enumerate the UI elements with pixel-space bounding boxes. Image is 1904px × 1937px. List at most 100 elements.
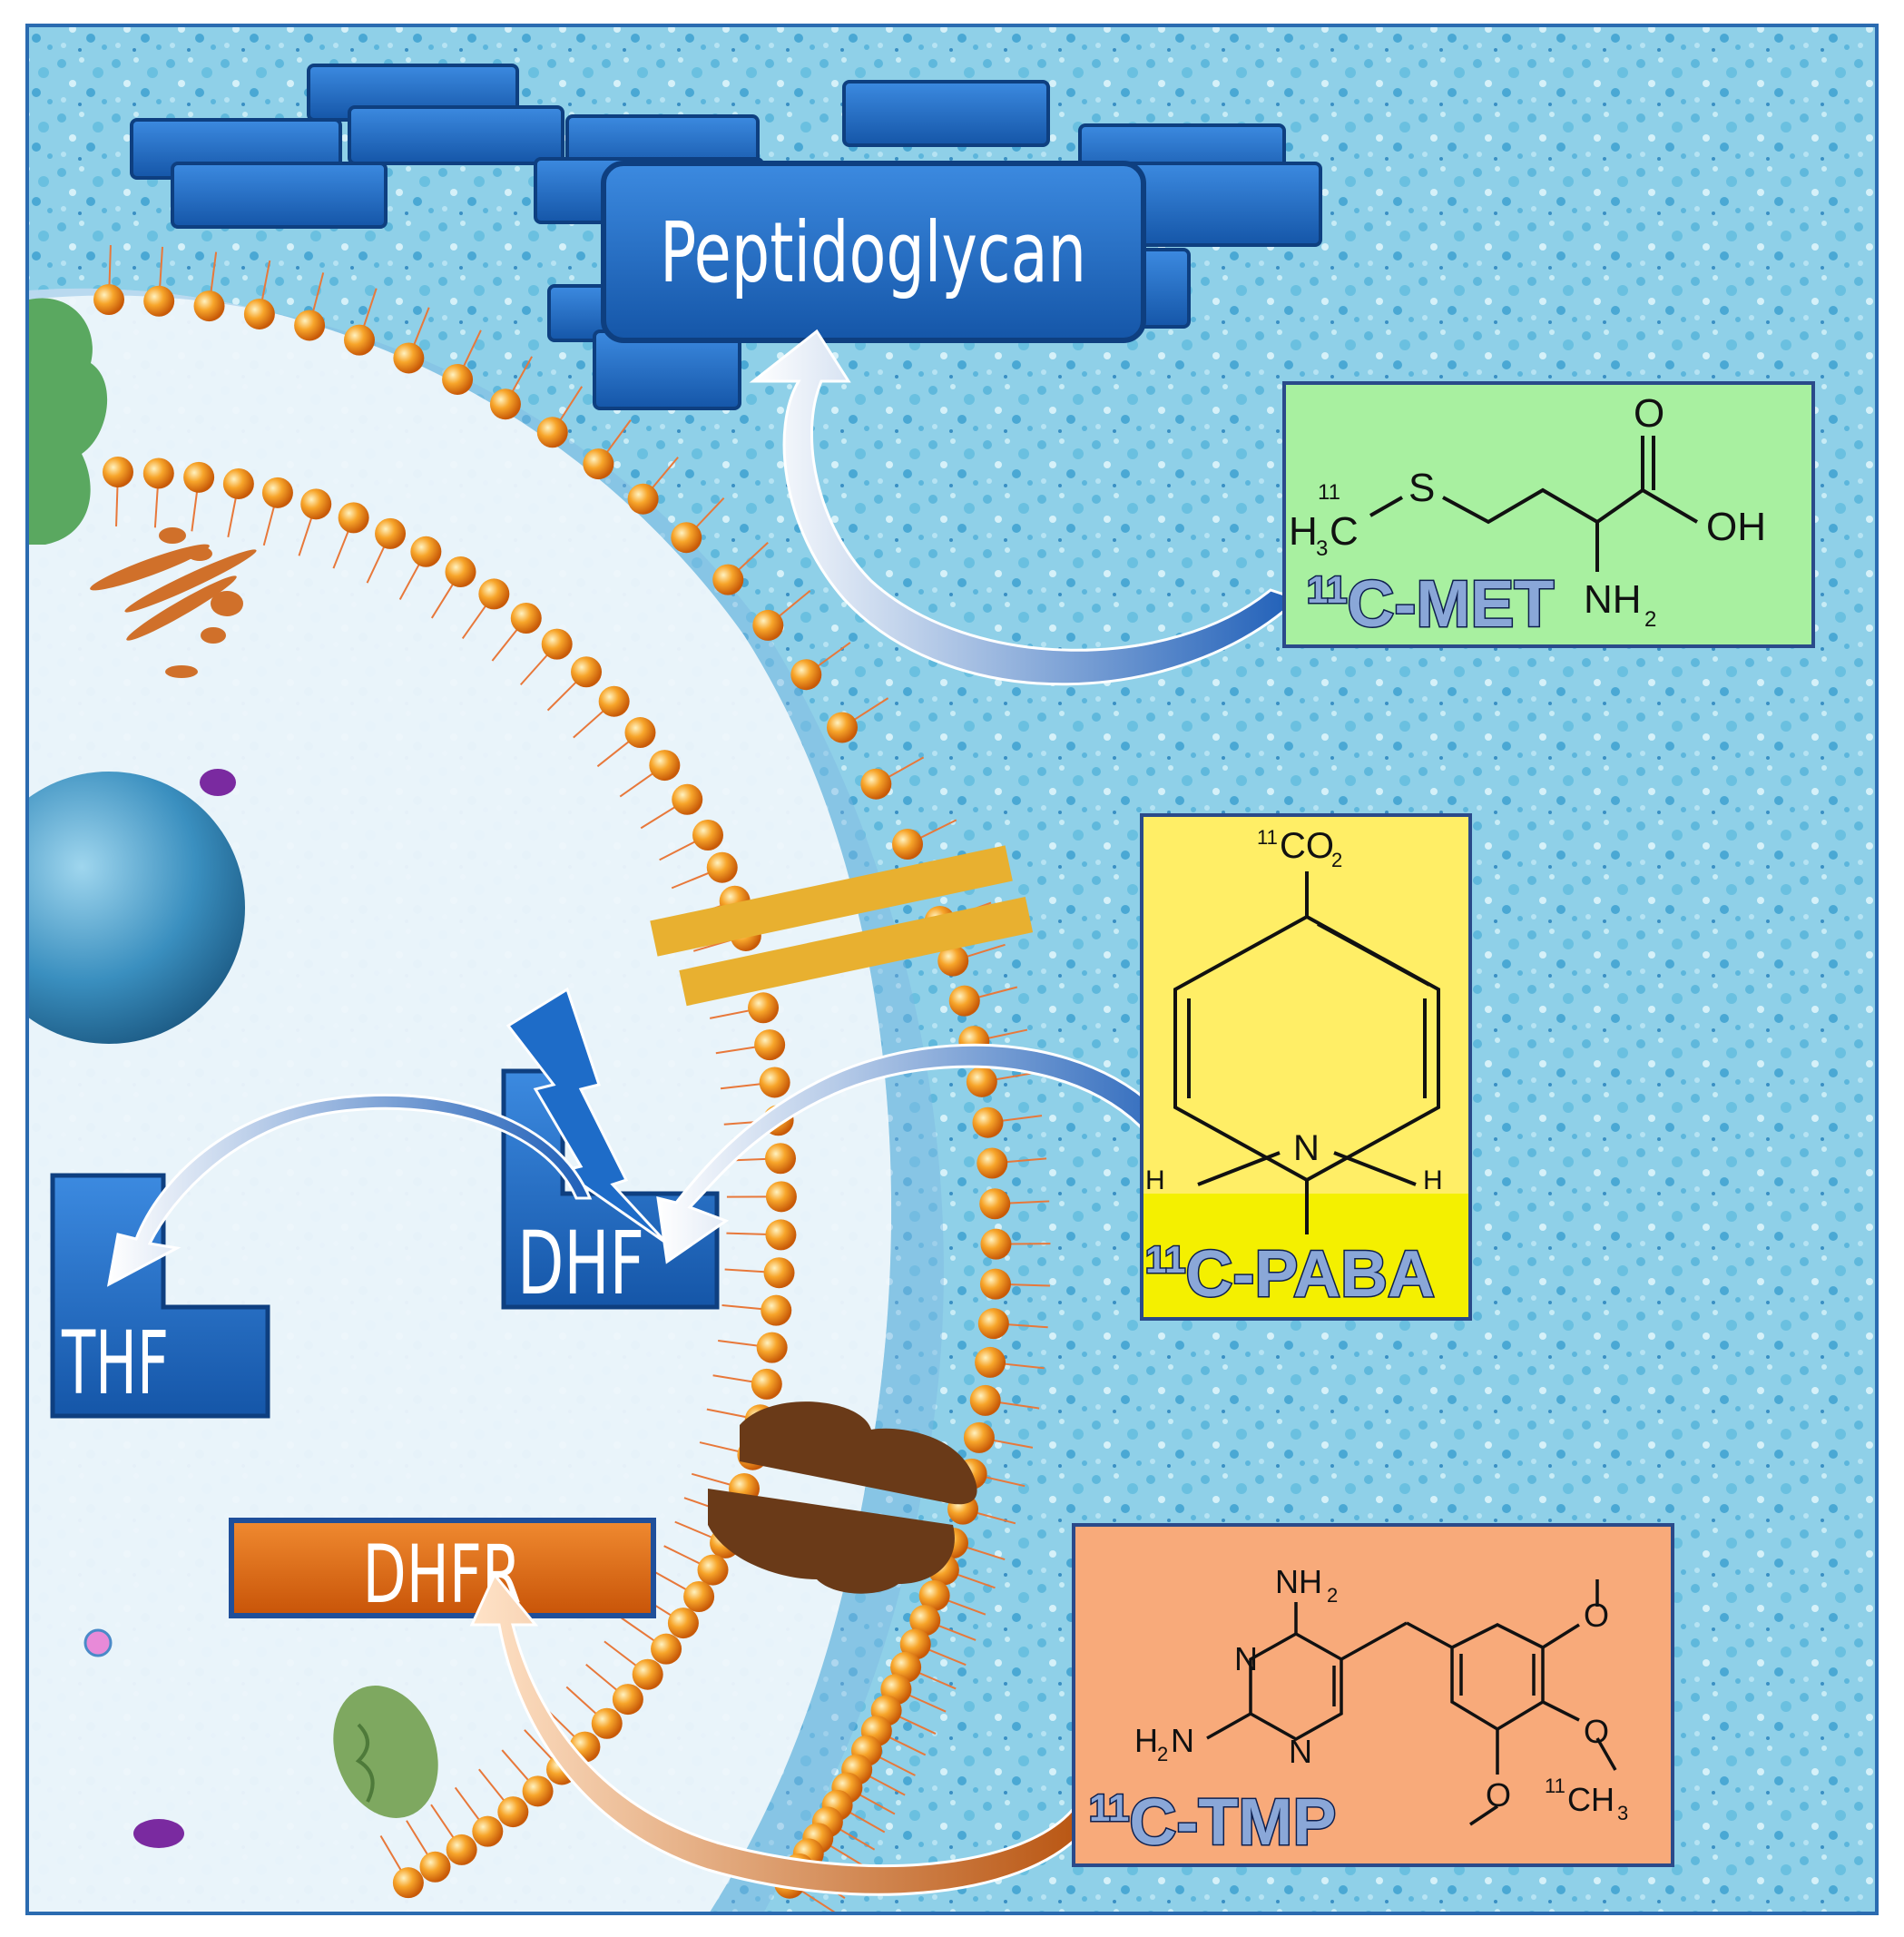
pink-granule — [83, 1628, 113, 1657]
met-molecule-bonds — [1369, 436, 1699, 572]
tmp-tracer-main: C-TMP — [1129, 1786, 1336, 1859]
cytoplasm — [29, 288, 892, 1912]
met-nh2: NH — [1584, 577, 1642, 622]
paba-h-left: H — [1145, 1165, 1165, 1195]
lipid-head — [338, 502, 369, 534]
lipid-head — [712, 564, 744, 595]
lipid-head — [472, 1815, 504, 1847]
tmp-molecule-bonds — [1206, 1579, 1617, 1826]
dhf-to-thf-arrow — [106, 1093, 593, 1287]
lipid-head — [672, 783, 703, 815]
paba-h-right: H — [1423, 1165, 1443, 1195]
paba-tracer-main: C-PABA — [1185, 1238, 1435, 1311]
lipid-head — [966, 1066, 997, 1097]
lipid-head — [478, 578, 510, 610]
lipid-head — [243, 298, 275, 329]
tmp-nh2-top-sub: 2 — [1327, 1584, 1338, 1607]
lipid-head — [860, 768, 892, 800]
tmp-n1: N — [1234, 1640, 1258, 1677]
paba-n: N — [1293, 1128, 1320, 1168]
lipid-head — [93, 284, 124, 315]
lipid-head — [541, 628, 573, 660]
lipid-head — [497, 1796, 529, 1828]
lipid-head — [598, 685, 630, 717]
peptidoglycan-label-box: Peptidoglycan — [601, 161, 1146, 343]
lipid-head — [183, 461, 215, 493]
met-tracer-main: C-MET — [1347, 568, 1554, 641]
paba-tracer-sup: 11 — [1145, 1238, 1185, 1281]
green-membrane-protein — [29, 298, 108, 545]
met-to-peptidoglycan-arrow — [749, 329, 1300, 686]
tmp-nh2-top: NH — [1275, 1563, 1322, 1600]
lipid-head — [442, 363, 474, 395]
paba-tracer-name: 11C-PABA — [1145, 1238, 1435, 1311]
lipid-head — [571, 656, 603, 688]
lipid-head — [446, 1834, 477, 1865]
lipid-head — [827, 712, 859, 743]
tmp-o3: O — [1486, 1776, 1511, 1814]
green-organelle — [333, 1686, 438, 1818]
lipid-head — [261, 477, 293, 508]
lipid-head — [759, 1067, 790, 1098]
met-s: S — [1408, 466, 1435, 510]
lipid-head — [980, 1228, 1012, 1260]
lipid-head — [892, 829, 923, 860]
tmp-o1: O — [1584, 1597, 1609, 1634]
tmp-transporter — [708, 1401, 977, 1594]
tmp-to-dhfr-arrow — [469, 1572, 1091, 1896]
lipid-head — [963, 1421, 995, 1453]
paba-to-dhf-arrow — [656, 1043, 1209, 1264]
thf-box: THF — [50, 1173, 270, 1419]
lipid-head — [410, 536, 442, 567]
lipid-head — [979, 1188, 1011, 1220]
paba-structure-panel: 11 CO 2 N H H 11C-PABA — [1140, 813, 1472, 1321]
inhibition-bolt-icon — [505, 987, 669, 1245]
met-h3c-sup: 11 — [1318, 480, 1340, 505]
lipid-head — [763, 1257, 795, 1289]
lipid-head — [489, 388, 521, 420]
lipid-head — [969, 1384, 1001, 1416]
lipid-head — [300, 488, 332, 520]
lipid-head — [977, 1308, 1009, 1340]
paba-co2-sub: 2 — [1331, 849, 1342, 871]
lipid-head — [649, 750, 681, 782]
met-structure-panel: 11 H 3 C S O OH NH 2 11C-MET — [1282, 381, 1815, 648]
purple-granule — [200, 769, 236, 796]
lipid-head — [651, 1633, 682, 1665]
tmp-h2n-sub: 2 — [1157, 1743, 1168, 1765]
met-tracer-name: 11C-MET — [1307, 568, 1554, 641]
lipid-head — [627, 483, 659, 515]
met-o: O — [1634, 391, 1664, 436]
lipid-head — [536, 417, 568, 448]
lipid-head — [918, 1579, 950, 1611]
lipid-head — [972, 1106, 1004, 1138]
lipid-head — [142, 457, 174, 489]
met-h-sub: 3 — [1316, 536, 1328, 561]
paba-transporter — [650, 845, 1034, 1007]
lipid-head — [667, 1608, 699, 1639]
lipid-head — [977, 1147, 1008, 1179]
lipid-head — [751, 1368, 782, 1400]
lipid-head — [583, 448, 614, 480]
tmp-ch3: CH — [1567, 1781, 1614, 1818]
thf-label: THF — [61, 1313, 169, 1414]
lipid-head — [748, 992, 780, 1024]
lipid-head — [343, 324, 375, 356]
lipid-head — [522, 1775, 554, 1807]
purple-granule — [133, 1819, 184, 1848]
lipid-head — [632, 1658, 663, 1690]
tmp-structure-panel: NH 2 N N H 2 N O O O 11 CH 3 11C-TMP — [1072, 1523, 1674, 1867]
paba-co2: CO — [1280, 826, 1334, 866]
lipid-head — [591, 1707, 623, 1739]
tmp-h2n-n: N — [1171, 1722, 1194, 1759]
lipid-head — [671, 522, 702, 554]
lipid-head — [790, 659, 822, 691]
lipid-head — [979, 1268, 1011, 1300]
lipid-head — [948, 985, 980, 1017]
lipid-head — [222, 467, 254, 499]
dhf-label: DHF — [517, 1213, 644, 1314]
lipid-head — [765, 1181, 797, 1213]
lipid-head — [765, 1219, 797, 1251]
lipid-head — [765, 1143, 796, 1175]
